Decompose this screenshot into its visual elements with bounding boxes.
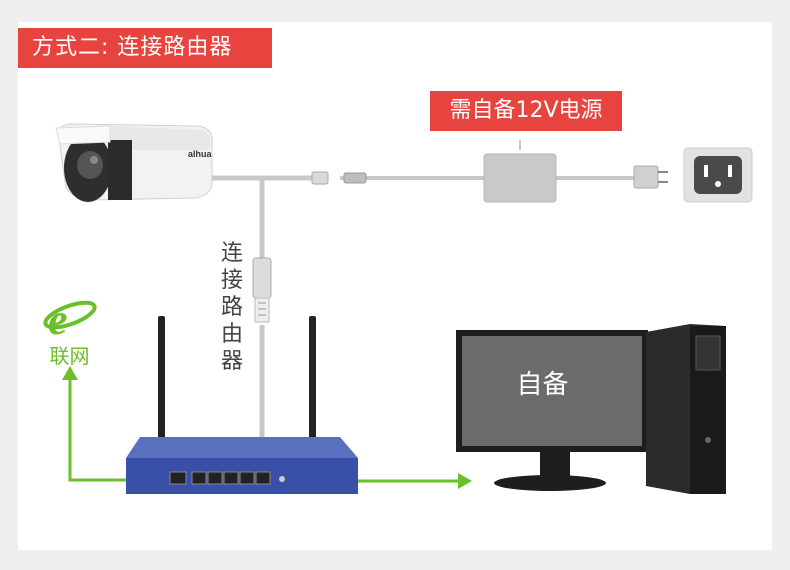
ie-icon: e [43, 295, 97, 344]
camera-brand-logo: alhua [188, 149, 213, 159]
wall-outlet [683, 147, 753, 203]
arrow-up-icon [62, 366, 78, 380]
router [126, 316, 358, 494]
internet-label: 联网 [49, 344, 90, 368]
dc-connector-female [311, 171, 329, 185]
section-title: 方式二: 连接路由器 [18, 28, 272, 68]
cable-label: 连接路由器 [220, 241, 243, 374]
power-supply-note: 需自备12V电源 [430, 91, 622, 131]
arrow-right-icon [458, 473, 472, 489]
power-adapter [483, 153, 557, 203]
power-plug [633, 165, 668, 189]
pc-tower [646, 324, 726, 494]
rj45-connector-top [252, 257, 272, 323]
dc-connector-male [343, 172, 367, 184]
monitor-label: 自备 [516, 370, 569, 400]
svg-text:e: e [48, 295, 68, 344]
monitor [456, 330, 648, 491]
camera [55, 123, 213, 202]
